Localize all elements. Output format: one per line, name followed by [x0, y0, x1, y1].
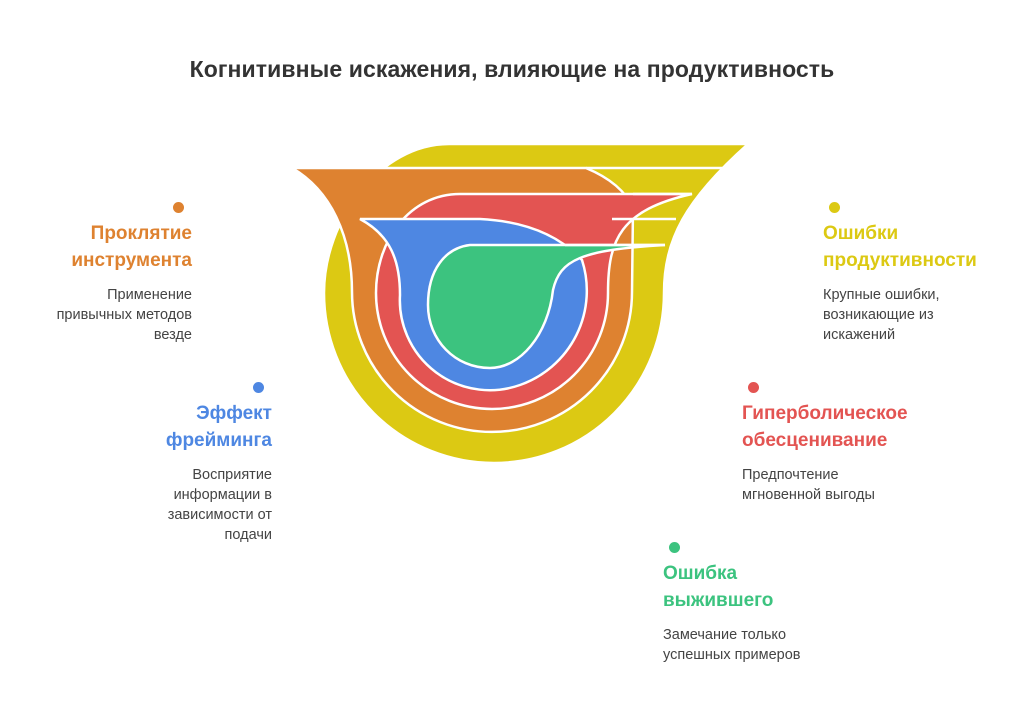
desc-survivor: Замечание только успешных примеров [663, 625, 863, 665]
heading-line: Гиперболическое [742, 403, 908, 424]
desc-line: Крупные ошибки, [823, 287, 940, 303]
desc-productivity-errors: Крупные ошибки, возникающие из искажений [823, 285, 1013, 345]
desc-line: Применение [107, 287, 192, 303]
label-tool-curse: Проклятие инструмента Применение привычн… [40, 200, 192, 345]
heading-line: продуктивности [823, 250, 977, 271]
heading-line: фрейминга [165, 430, 272, 451]
desc-line: Предпочтение [742, 467, 839, 483]
heading-line: выжившего [663, 590, 774, 611]
desc-tool-curse: Применение привычных методов везде [40, 285, 192, 345]
desc-line: информации в [173, 487, 272, 503]
heading-line: Ошибки [823, 223, 899, 244]
heading-line: обесценивание [742, 430, 888, 451]
heading-line: Ошибка [663, 563, 738, 584]
label-hyperbolic-discounting: Гиперболическое обесценивание Предпочтен… [742, 380, 972, 505]
desc-line: подачи [224, 527, 272, 543]
desc-line: везде [153, 327, 192, 343]
desc-line: искажений [823, 327, 896, 343]
funnel-layer-green [426, 243, 666, 370]
label-survivor-bias: Ошибка выжившего Замечание только успешн… [663, 540, 863, 665]
heading-survivor: Ошибка выжившего [663, 560, 863, 614]
dot-green [669, 542, 680, 553]
desc-line: Восприятие [192, 467, 272, 483]
heading-framing: Эффект фрейминга [100, 400, 272, 454]
heading-hyperbolic: Гиперболическое обесценивание [742, 400, 972, 454]
label-framing: Эффект фрейминга Восприятие информации в… [100, 380, 272, 545]
desc-line: Замечание только [663, 627, 787, 643]
dot-yellow [829, 202, 840, 213]
heading-line: Проклятие [90, 223, 192, 244]
heading-productivity-errors: Ошибки продуктивности [823, 220, 1013, 274]
heading-tool-curse: Проклятие инструмента [40, 220, 192, 274]
dot-blue [253, 382, 264, 393]
page-title: Когнитивные искажения, влияющие на проду… [189, 56, 835, 82]
desc-line: мгновенной выгоды [742, 487, 875, 503]
dot-red [748, 382, 759, 393]
desc-line: успешных примеров [663, 647, 801, 663]
desc-line: зависимости от [167, 507, 272, 523]
desc-line: возникающие из [823, 307, 934, 323]
dot-orange [173, 202, 184, 213]
desc-line: привычных методов [56, 307, 192, 323]
heading-line: инструмента [71, 250, 192, 271]
label-productivity-errors: Ошибки продуктивности Крупные ошибки, во… [823, 200, 1013, 345]
desc-framing: Восприятие информации в зависимости от п… [100, 465, 272, 545]
heading-line: Эффект [196, 403, 272, 424]
desc-hyperbolic: Предпочтение мгновенной выгоды [742, 465, 972, 505]
